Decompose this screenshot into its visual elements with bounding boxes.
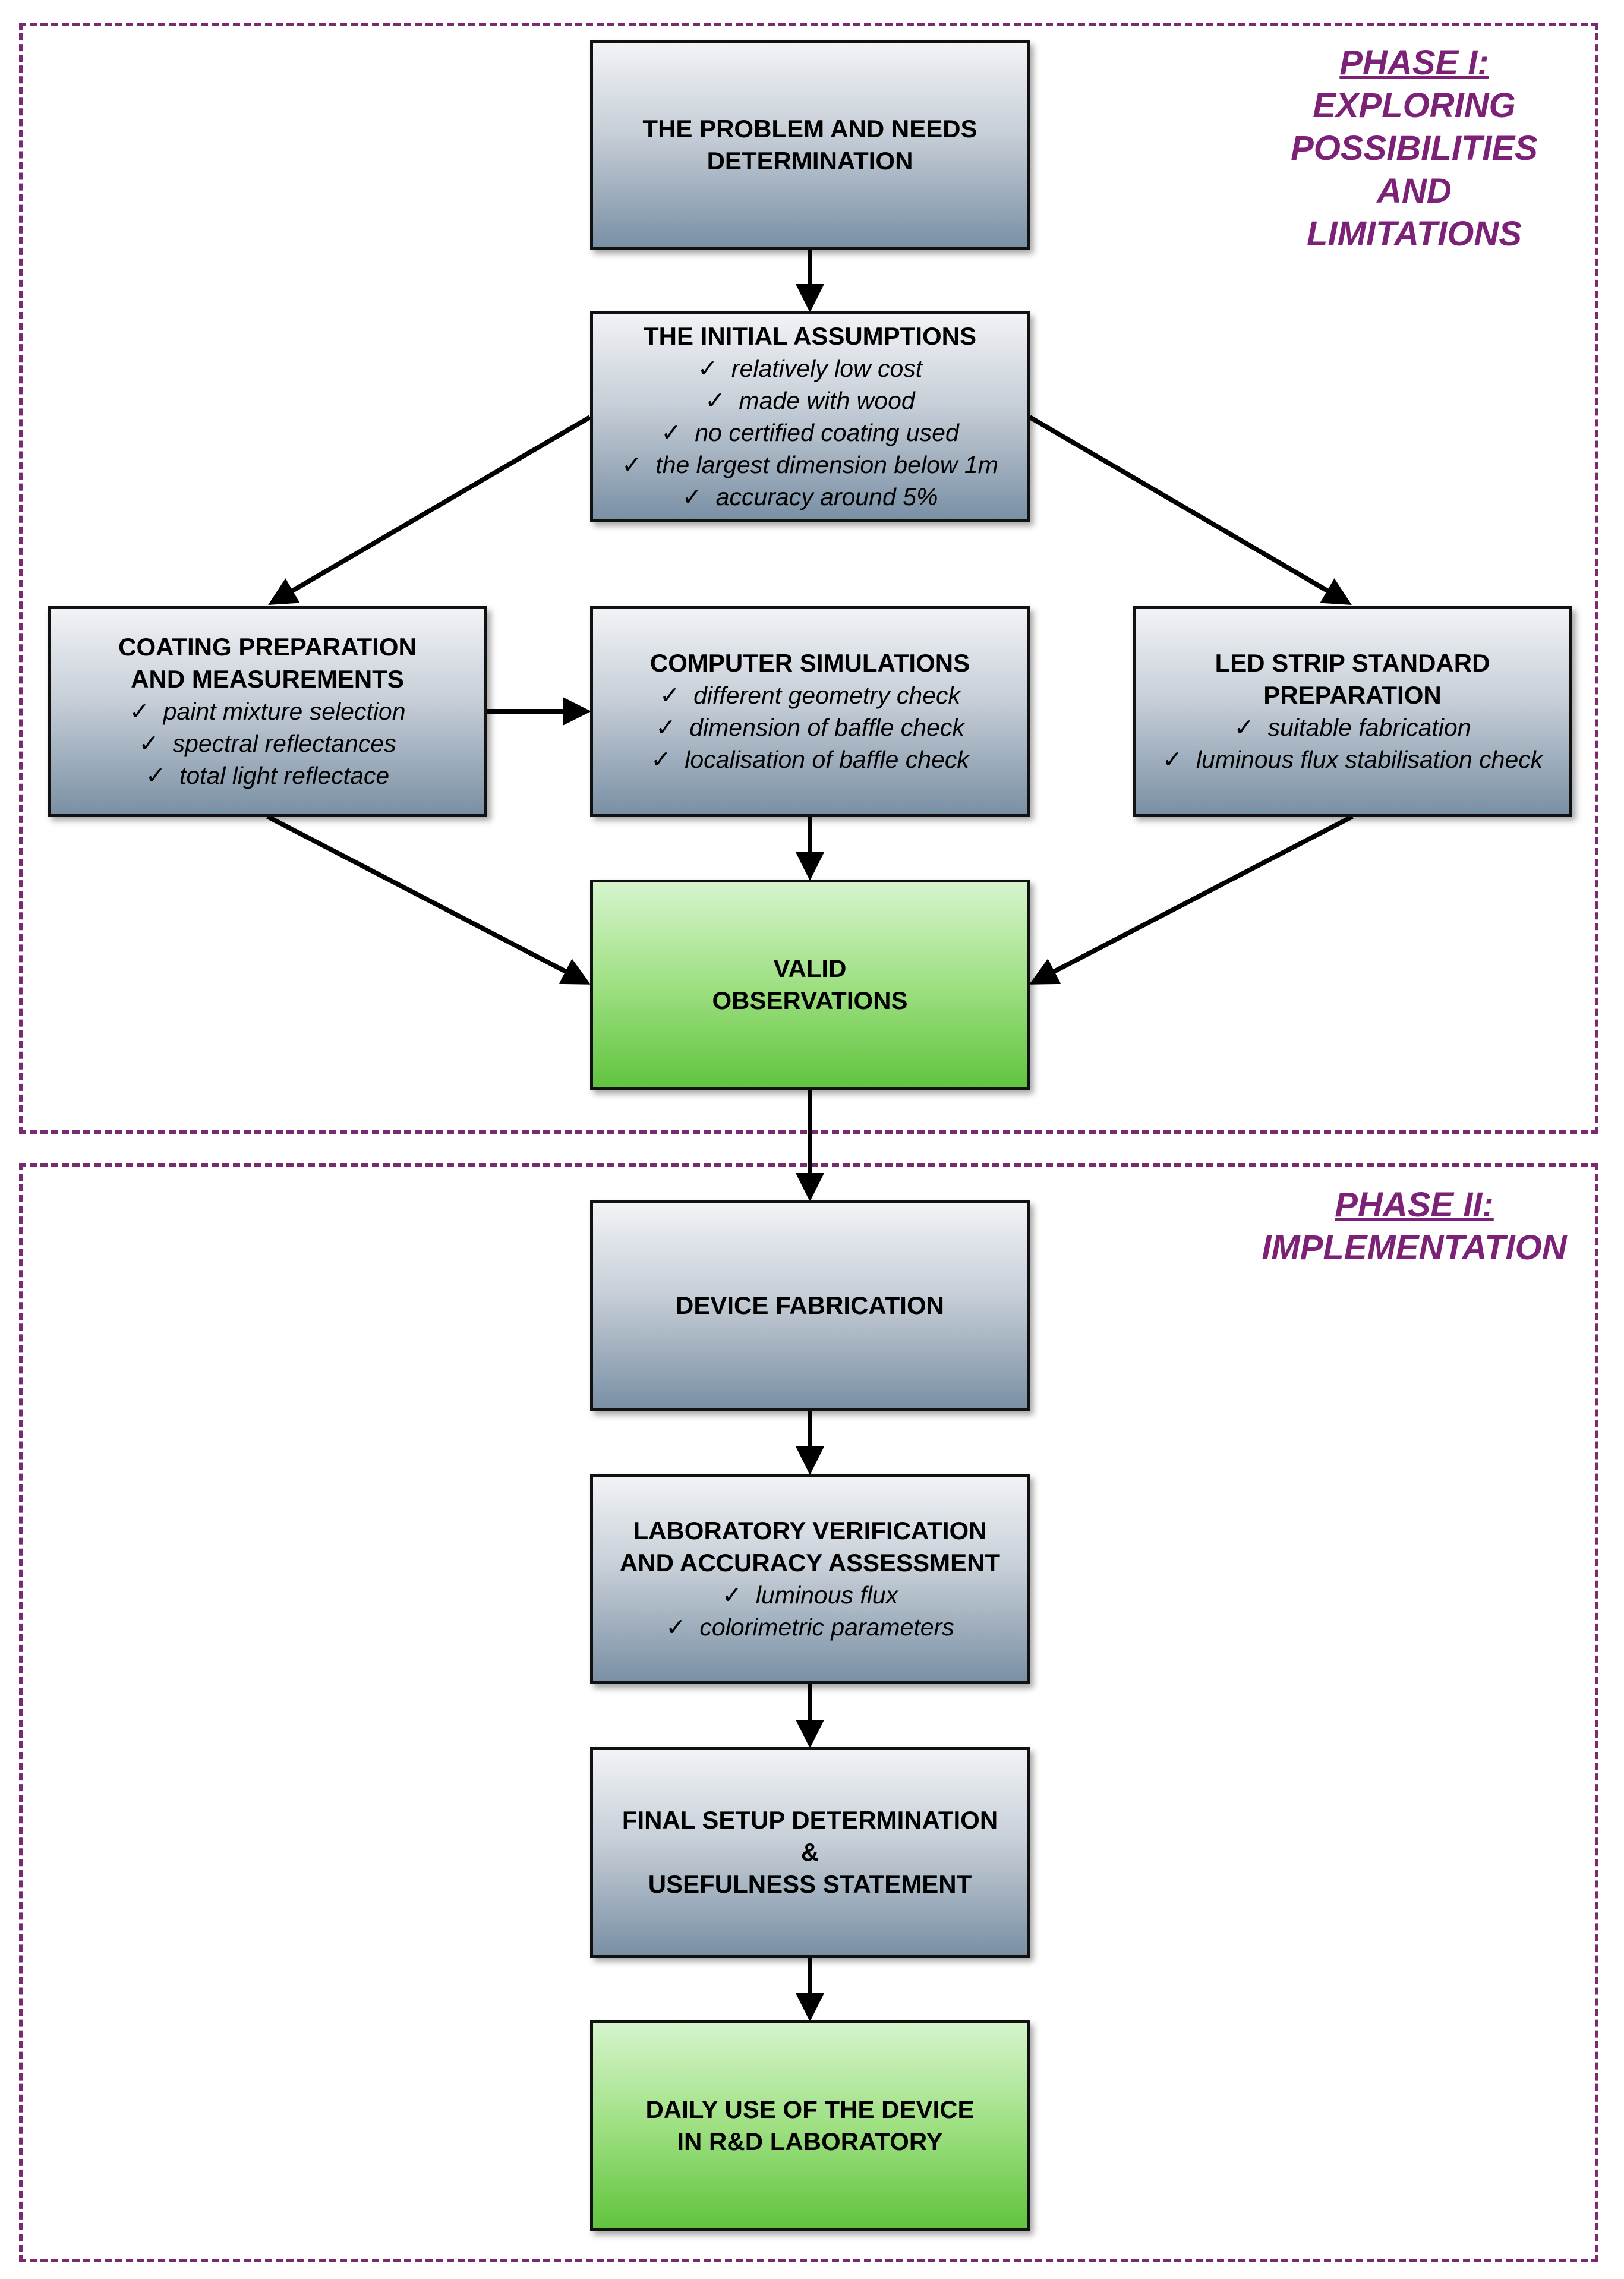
list-item: luminous flux stabilisation check bbox=[1162, 743, 1543, 776]
list-item: localisation of baffle check bbox=[651, 743, 969, 776]
box-title: AND MEASUREMENTS bbox=[131, 665, 404, 693]
list-item: different geometry check bbox=[651, 679, 969, 711]
list-item: made with wood bbox=[622, 384, 998, 417]
phase-1-line: LIMITATIONS bbox=[1307, 215, 1522, 253]
box-title: OBSERVATIONS bbox=[712, 986, 908, 1014]
list-item: dimension of baffle check bbox=[651, 711, 969, 743]
box-title: IN R&D LABORATORY bbox=[677, 2127, 943, 2155]
phase-2-title: PHASE II: IMPLEMENTATION bbox=[1236, 1184, 1593, 1269]
list-item: spectral reflectances bbox=[129, 727, 405, 759]
list-item: colorimetric parameters bbox=[666, 1611, 954, 1643]
phase-2-line: IMPLEMENTATION bbox=[1262, 1228, 1567, 1267]
problem-needs-box: THE PROBLEM AND NEEDS DETERMINATION bbox=[590, 40, 1030, 250]
phase-1-line: AND bbox=[1377, 172, 1452, 210]
simulations-list: different geometry check dimension of ba… bbox=[651, 679, 969, 776]
phase-1-line: POSSIBILITIES bbox=[1291, 129, 1538, 168]
box-title: COMPUTER SIMULATIONS bbox=[649, 649, 970, 677]
arrow-coating-to-valid bbox=[266, 814, 591, 985]
box-title: & bbox=[800, 1838, 819, 1866]
box-title: LABORATORY VERIFICATION bbox=[633, 1517, 987, 1544]
arrow-led-to-valid bbox=[1029, 814, 1354, 985]
box-title: FINAL SETUP DETERMINATION bbox=[622, 1806, 998, 1834]
led-list: suitable fabrication luminous flux stabi… bbox=[1162, 711, 1543, 776]
initial-assumptions-box: THE INITIAL ASSUMPTIONS relatively low c… bbox=[590, 311, 1030, 522]
box-title: USEFULNESS STATEMENT bbox=[648, 1870, 972, 1898]
final-setup-box: FINAL SETUP DETERMINATION & USEFULNESS S… bbox=[590, 1747, 1030, 1958]
list-item: no certified coating used bbox=[622, 417, 998, 449]
list-item: relatively low cost bbox=[622, 352, 998, 384]
arrow-assumptions-to-coating bbox=[268, 415, 592, 606]
phase-1-line: EXPLORING bbox=[1313, 86, 1516, 125]
box-title: VALID bbox=[773, 954, 847, 982]
box-title: COATING PREPARATION bbox=[118, 633, 417, 661]
box-title: DAILY USE OF THE DEVICE bbox=[645, 2095, 975, 2123]
arrow-assumptions-to-led bbox=[1028, 415, 1352, 606]
computer-simulations-box: COMPUTER SIMULATIONS different geometry … bbox=[590, 606, 1030, 817]
box-title: PREPARATION bbox=[1263, 681, 1442, 709]
box-title: AND ACCURACY ASSESSMENT bbox=[619, 1549, 1001, 1577]
assumptions-list: relatively low cost made with wood no ce… bbox=[622, 352, 998, 513]
list-item: total light reflectace bbox=[129, 759, 405, 792]
daily-use-box: DAILY USE OF THE DEVICE IN R&D LABORATOR… bbox=[590, 2020, 1030, 2231]
phase-1-title: PHASE I: EXPLORING POSSIBILITIES AND LIM… bbox=[1236, 42, 1593, 256]
list-item: the largest dimension below 1m bbox=[622, 449, 998, 481]
phase-2-name: PHASE II: bbox=[1335, 1186, 1494, 1224]
list-item: accuracy around 5% bbox=[622, 481, 998, 513]
box-title: DETERMINATION bbox=[707, 147, 913, 175]
coating-preparation-box: COATING PREPARATION AND MEASUREMENTS pai… bbox=[48, 606, 487, 817]
box-title: DEVICE FABRICATION bbox=[676, 1291, 944, 1319]
box-title: THE PROBLEM AND NEEDS bbox=[642, 115, 977, 143]
box-title: THE INITIAL ASSUMPTIONS bbox=[643, 322, 977, 350]
valid-observations-box: VALID OBSERVATIONS bbox=[590, 880, 1030, 1090]
device-fabrication-box: DEVICE FABRICATION bbox=[590, 1200, 1030, 1411]
lab-list: luminous flux colorimetric parameters bbox=[666, 1579, 954, 1643]
box-title: LED STRIP STANDARD bbox=[1215, 649, 1490, 677]
list-item: paint mixture selection bbox=[129, 695, 406, 727]
phase-1-name: PHASE I: bbox=[1339, 43, 1489, 82]
laboratory-verification-box: LABORATORY VERIFICATION AND ACCURACY ASS… bbox=[590, 1474, 1030, 1684]
list-item: luminous flux bbox=[666, 1579, 954, 1611]
coating-list: paint mixture selection spectral reflect… bbox=[129, 695, 406, 792]
led-strip-box: LED STRIP STANDARD PREPARATION suitable … bbox=[1133, 606, 1572, 817]
list-item: suitable fabrication bbox=[1162, 711, 1543, 743]
